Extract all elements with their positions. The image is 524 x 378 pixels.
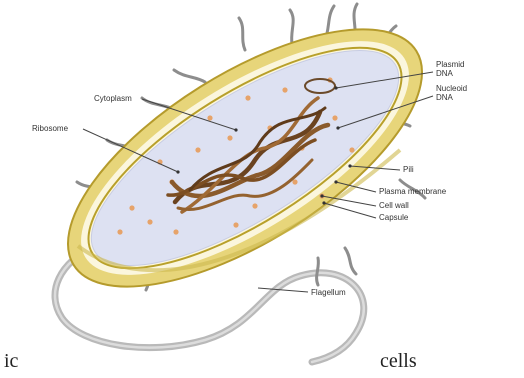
caption-right: cells: [380, 350, 417, 373]
label-plasmid-dna: Plasmid DNA: [436, 60, 464, 78]
label-nucleoid-dna: Nucleoid DNA: [436, 84, 467, 102]
label-cell-wall: Cell wall: [379, 201, 409, 210]
label-ribosome: Ribosome: [32, 124, 68, 133]
label-cytoplasm: Cytoplasm: [94, 94, 132, 103]
caption-left: ic: [4, 350, 18, 373]
label-flagellum: Flagellum: [311, 288, 346, 297]
label-plasma-membrane: Plasma membrane: [379, 187, 446, 196]
label-capsule: Capsule: [379, 213, 408, 222]
label-pili: Pili: [403, 165, 414, 174]
